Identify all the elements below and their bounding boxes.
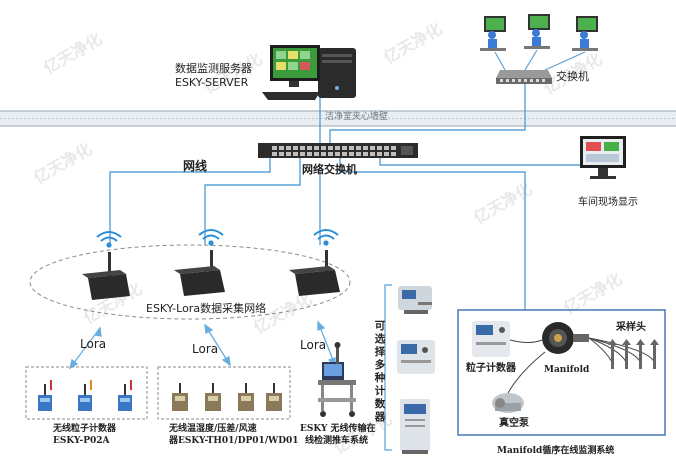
manifold-label: Manifold bbox=[544, 365, 590, 375]
sensor-icon bbox=[38, 380, 52, 411]
sensor-icon bbox=[118, 380, 132, 411]
cart-label-line2: 线检测推车系统 bbox=[305, 436, 369, 446]
manifold-system-box bbox=[457, 309, 666, 436]
wifi-icon bbox=[313, 229, 339, 246]
env-group-label: 无线温湿度/压差/风速 bbox=[169, 424, 257, 434]
monitor-icon bbox=[262, 45, 320, 100]
manifold-system-label: Manifold循序在线监测系统 bbox=[497, 446, 615, 456]
workstation-icon bbox=[480, 16, 506, 51]
network-line-label: 网线 bbox=[183, 159, 208, 173]
counter-icon bbox=[400, 399, 430, 454]
env-group-model: 器ESKY-TH01/DP01/WD01 bbox=[169, 436, 299, 446]
lora-network-ellipse bbox=[29, 244, 351, 320]
lora-arrows bbox=[68, 320, 336, 370]
router-icon bbox=[174, 250, 225, 296]
counter-icon bbox=[397, 340, 435, 374]
server-name-label: ESKY-SERVER bbox=[175, 76, 249, 89]
optional-instruments-label: 可选择多种计数器 bbox=[374, 320, 386, 423]
switch-top-label: 交换机 bbox=[556, 70, 589, 83]
display-icon bbox=[580, 136, 626, 179]
wifi-icon bbox=[96, 231, 122, 248]
switch-icon bbox=[496, 70, 552, 84]
manifold-icon bbox=[542, 322, 589, 354]
sensor-icon bbox=[266, 383, 282, 411]
network-switch-label: 网络交换机 bbox=[302, 163, 357, 176]
backbone-wall bbox=[0, 110, 676, 127]
lora-label-1: Lora bbox=[80, 337, 107, 351]
router-icon bbox=[289, 250, 340, 296]
sensor-icon bbox=[238, 383, 254, 411]
server-icon bbox=[318, 48, 356, 98]
counter-icon bbox=[472, 321, 510, 357]
sensor-icon bbox=[205, 383, 221, 411]
sampling-head-label: 采样头 bbox=[616, 322, 646, 333]
lora-label-3: Lora bbox=[300, 338, 327, 352]
probe-icon bbox=[608, 339, 659, 369]
particle-counter-group-label: 无线粒子计数器 bbox=[53, 424, 117, 434]
vacuum-pump-label: 真空泵 bbox=[499, 418, 529, 429]
workstation-icon bbox=[524, 14, 550, 49]
particle-counter-label: 粒子计数器 bbox=[466, 363, 516, 374]
sensor-icon bbox=[78, 380, 92, 411]
server-title-label: 数据监测服务器 bbox=[175, 62, 252, 75]
workstation-cables bbox=[494, 49, 586, 71]
env-sensor-group-box bbox=[157, 366, 291, 420]
counter-icon bbox=[398, 286, 432, 314]
cart-icon bbox=[318, 342, 356, 417]
sensor-icon bbox=[172, 383, 188, 411]
particle-counter-group-model: ESKY-P02A bbox=[53, 436, 110, 446]
router-icon bbox=[82, 252, 130, 300]
optional-bracket bbox=[384, 284, 392, 451]
backbone-label: 洁净室夹心墙壁 bbox=[325, 112, 389, 122]
wifi-icon bbox=[198, 229, 224, 246]
workstation-icon bbox=[572, 16, 598, 51]
cart-label-line1: ESKY 无线传输在 bbox=[300, 424, 376, 434]
pump-icon bbox=[492, 393, 524, 413]
lora-label-2: Lora bbox=[192, 342, 219, 356]
lora-network-label: ESKY-Lora数据采集网络 bbox=[146, 302, 267, 315]
particle-counter-group-box bbox=[25, 366, 148, 420]
network-switch-icon bbox=[258, 143, 418, 158]
workshop-display-label: 车间现场显示 bbox=[578, 197, 638, 208]
